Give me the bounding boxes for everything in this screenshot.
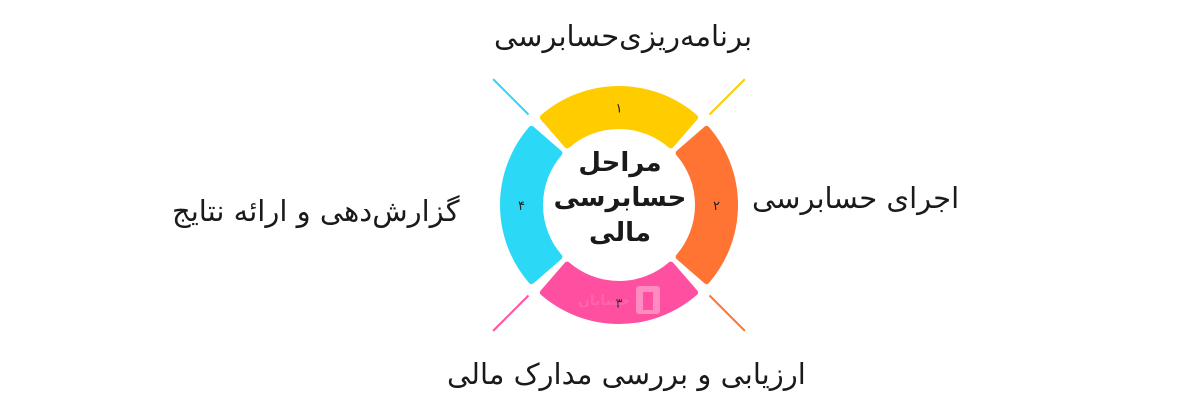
connector-line-reporting [492, 78, 530, 116]
stage-number-reporting: ۴ [518, 199, 525, 214]
connector-lines [492, 78, 746, 332]
ring-segment-planning [539, 86, 699, 149]
stage-number-execution: ۲ [713, 199, 720, 214]
ring-segment-reporting [500, 125, 563, 285]
connector-line-planning [708, 78, 746, 116]
stage-label-reporting: گزارش‌دهی و ارائه نتایج [172, 194, 460, 228]
stage-label-planning: برنامه‌ریزی‌حسابرسی [494, 19, 753, 53]
connector-line-execution [708, 294, 746, 332]
center-title-line-3: مالی [589, 218, 651, 248]
cycle-ring [500, 86, 738, 324]
watermark-text: حسابان [578, 293, 630, 309]
stage-label-execution: اجرای حسابرسی [752, 181, 960, 215]
watermark-logo: حسابان [578, 286, 660, 314]
center-title: مراحل حسابرسی مالی [548, 146, 692, 251]
connector-line-evaluation [492, 294, 530, 332]
center-title-line-2: حسابرسی [553, 183, 687, 213]
stage-numbers: ۱ ۲ ۳ ۴ [518, 102, 720, 312]
ring-segment-evaluation [539, 261, 699, 324]
ring-segment-execution [675, 125, 738, 285]
stage-label-evaluation: ارزیابی و بررسی مدارک مالی [447, 357, 806, 391]
stage-number-evaluation: ۳ [616, 297, 623, 312]
center-title-line-1: مراحل [578, 148, 662, 178]
stage-number-planning: ۱ [616, 102, 623, 117]
